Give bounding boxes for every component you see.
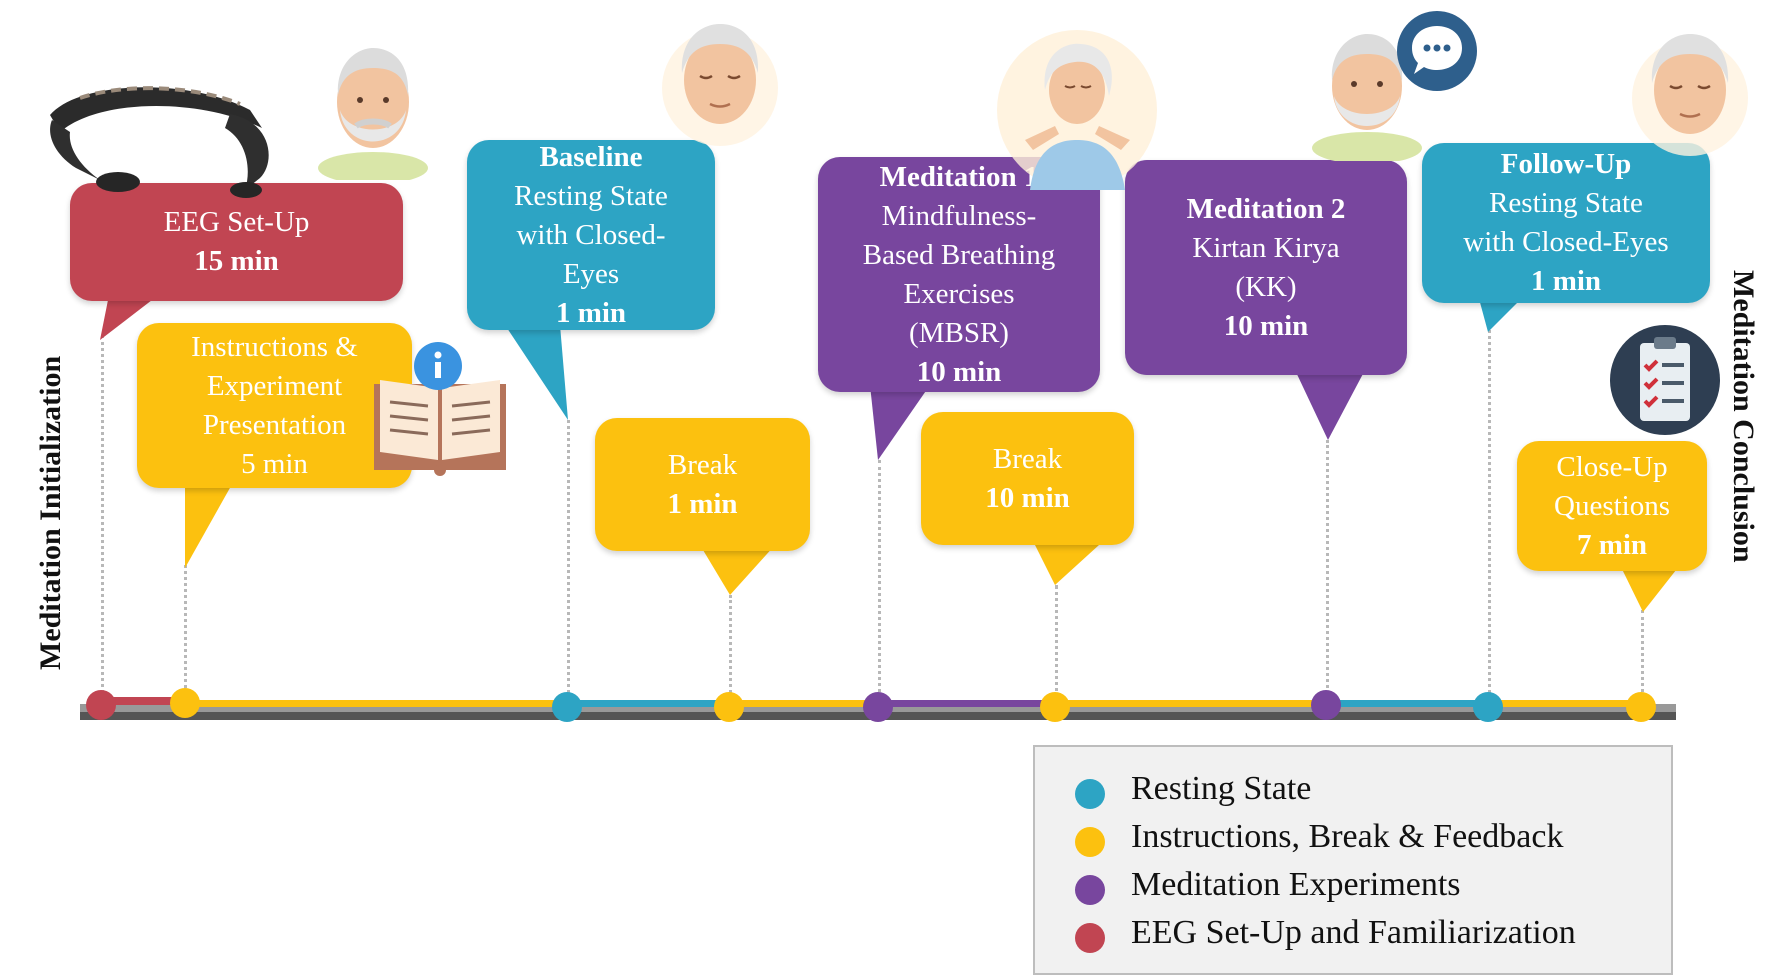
timeline-segment-blue (567, 700, 729, 707)
elderly-woman-icon (997, 30, 1157, 190)
callout-instructions: Instructions & Experiment Presentation 5… (137, 323, 412, 488)
tail-break2 (1030, 535, 1110, 585)
legend-dot-blue (1075, 779, 1105, 809)
callout-line: Resting State (514, 179, 668, 212)
legend: Resting State Instructions, Break & Feed… (1033, 745, 1673, 975)
callout-line: Presentation (202, 408, 347, 441)
legend-item-instructions: Instructions, Break & Feedback (1075, 817, 1563, 857)
callout-baseline: Baseline Resting State with Closed- Eyes… (467, 140, 715, 330)
callout-line: (MBSR) (909, 316, 1009, 349)
tail-break1 (700, 545, 775, 595)
callout-title: Meditation 2 (1186, 192, 1346, 225)
elderly-man-icon (662, 24, 778, 146)
timeline-node-meditation1 (863, 692, 893, 722)
timeline-node-eeg (86, 690, 116, 720)
connector-line (101, 335, 104, 700)
connector-line (878, 460, 881, 705)
callout-line: Eyes (562, 257, 620, 290)
callout-title: Break (992, 442, 1063, 475)
tail-instructions (185, 470, 240, 568)
timeline-node-meditation2 (1311, 690, 1341, 720)
callout-line: Experiment (206, 369, 343, 402)
connector-line (567, 420, 570, 705)
checklist-icon (1610, 325, 1720, 435)
callout-title: EEG Set-Up (163, 206, 310, 238)
callout-line: Exercises (903, 277, 1015, 310)
callout-duration: 10 min (1223, 309, 1309, 342)
legend-label: Resting State (1131, 770, 1312, 807)
timeline-segment-purple (879, 700, 1056, 707)
connector-line (184, 565, 187, 700)
timeline-segment-yellow (1056, 700, 1328, 707)
tail-meditation2 (1295, 370, 1365, 440)
callout-line: Mindfulness- (881, 199, 1037, 232)
callout-closeup: Close-Up Questions 7 min (1517, 441, 1707, 571)
callout-line: Instructions & (191, 330, 358, 363)
callout-eeg-setup: EEG Set-Up 15 min (70, 183, 403, 301)
callout-duration: 1 min (1530, 265, 1602, 297)
timeline-node-baseline (552, 692, 582, 722)
legend-label: Instructions, Break & Feedback (1131, 818, 1564, 855)
callout-line: Based Breathing (862, 238, 1056, 271)
timeline-node-break2 (1040, 692, 1070, 722)
open-book-info-icon (374, 342, 506, 476)
timeline-segment-yellow (729, 700, 879, 707)
callout-break1: Break 1 min (595, 418, 810, 551)
callout-title: Follow-Up (1500, 148, 1632, 180)
legend-label: Meditation Experiments (1131, 866, 1461, 903)
callout-title: Break (667, 448, 738, 481)
timeline-node-instructions (170, 688, 200, 718)
connector-line (729, 595, 732, 705)
callout-line: (KK) (1235, 270, 1297, 303)
timeline-node-closeup (1626, 692, 1656, 722)
timeline-segment-blue (1328, 700, 1488, 707)
callout-duration: 10 min (916, 355, 1002, 388)
callout-meditation1: Meditation 1 Mindfulness- Based Breathin… (818, 157, 1100, 392)
callout-title: Baseline (539, 140, 643, 173)
tail-closeup (1620, 565, 1680, 612)
tail-followup (1478, 295, 1525, 332)
legend-item-eeg: EEG Set-Up and Familiarization (1075, 913, 1576, 953)
legend-item-meditation: Meditation Experiments (1075, 865, 1461, 905)
timeline-segment-yellow (1488, 700, 1641, 707)
callout-line: Resting State (1489, 187, 1643, 219)
connector-line (1326, 440, 1329, 705)
callout-break2: Break 10 min (921, 412, 1134, 545)
connector-line (1055, 585, 1058, 705)
callout-duration: 1 min (555, 296, 627, 329)
callout-line: Close-Up (1556, 450, 1668, 483)
legend-dot-yellow (1075, 827, 1105, 857)
callout-duration: 10 min (985, 481, 1070, 514)
callout-duration: 1 min (667, 487, 738, 520)
callout-title: Meditation 1 (879, 160, 1039, 193)
callout-duration: 7 min (1576, 528, 1648, 561)
callout-line: with Closed-Eyes (1463, 226, 1669, 258)
connector-line (1641, 610, 1644, 705)
callout-line: with Closed- (516, 218, 666, 251)
callout-meditation2: Meditation 2 Kirtan Kirya (KK) 10 min (1125, 160, 1407, 375)
timeline-node-break1 (714, 692, 744, 722)
elderly-man-icon (1632, 34, 1748, 156)
callout-duration: 15 min (194, 245, 279, 277)
eeg-headband-icon (50, 86, 269, 198)
legend-dot-red (1075, 923, 1105, 953)
timeline-node-followup (1473, 692, 1503, 722)
tail-meditation1 (870, 385, 930, 460)
timeline-segment-red (100, 697, 185, 705)
tail-eeg (100, 290, 165, 340)
timeline-segment-yellow (185, 700, 567, 707)
callout-duration: 5 min (241, 447, 308, 480)
tail-baseline (505, 325, 568, 420)
legend-label: EEG Set-Up and Familiarization (1131, 914, 1576, 951)
elderly-man-icon (1312, 34, 1422, 161)
callout-line: Questions (1554, 489, 1670, 522)
callout-line: Kirtan Kirya (1192, 231, 1340, 264)
callout-followup: Follow-Up Resting State with Closed-Eyes… (1422, 143, 1710, 303)
legend-dot-purple (1075, 875, 1105, 905)
connector-line (1488, 330, 1491, 705)
speech-bubble-icon (1397, 11, 1477, 91)
legend-item-resting-state: Resting State (1075, 769, 1311, 809)
elderly-man-icon (318, 48, 428, 180)
